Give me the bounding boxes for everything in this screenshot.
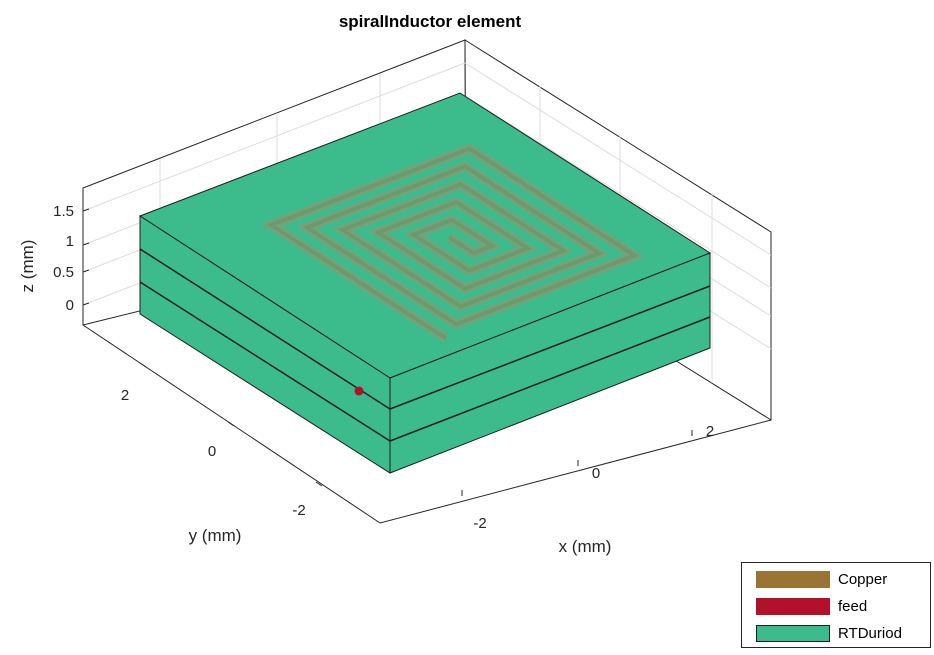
z-axis-label: z (mm) [18, 240, 37, 293]
plot-title: spiralInductor element [338, 12, 522, 31]
z-tick-labels: 1.5 1 0.5 0 [53, 203, 74, 314]
legend-label-rtduriod: RTDuriod [838, 624, 902, 642]
legend-entry-copper: Copper [756, 569, 887, 589]
legend-label-copper: Copper [838, 570, 888, 588]
feed-point-marker [354, 386, 364, 396]
legend-swatch-feed [756, 597, 830, 615]
y-tick-label: -2 [292, 502, 305, 519]
x-tick-label: -2 [473, 515, 486, 532]
layer-boundary-1 [139, 248, 711, 410]
z-tick-label: 1 [66, 233, 74, 250]
x-axis-line [379, 419, 772, 524]
substrate-block [138, 92, 712, 474]
spiral-trace-core [266, 146, 639, 341]
x-axis-label: x (mm) [559, 537, 612, 556]
z-tick-label: 0 [66, 297, 74, 314]
x-tick-labels: -2 0 2 [473, 423, 714, 532]
x-tick-label: 2 [706, 423, 714, 440]
tick-marks [82, 208, 693, 496]
legend[interactable]: Copper feed RTDuriod [741, 562, 931, 648]
legend-entry-rtduriod: RTDuriod [756, 623, 902, 643]
legend-label-feed: feed [838, 597, 868, 615]
legend-swatch-rtduriod [756, 624, 830, 642]
z-tick-label: 1.5 [53, 203, 74, 220]
y-tick-label: 2 [121, 387, 129, 404]
copper-spiral-trace [261, 143, 645, 343]
layer-boundary-2 [139, 281, 711, 442]
y-tick-label: 0 [208, 443, 216, 460]
legend-entry-feed: feed [756, 596, 867, 616]
x-tick-label: 0 [592, 465, 600, 482]
legend-swatch-copper [756, 570, 830, 588]
y-tick-labels: 2 0 -2 [121, 387, 306, 519]
z-tick-label: 0.5 [53, 264, 74, 281]
y-axis-label: y (mm) [189, 526, 242, 545]
